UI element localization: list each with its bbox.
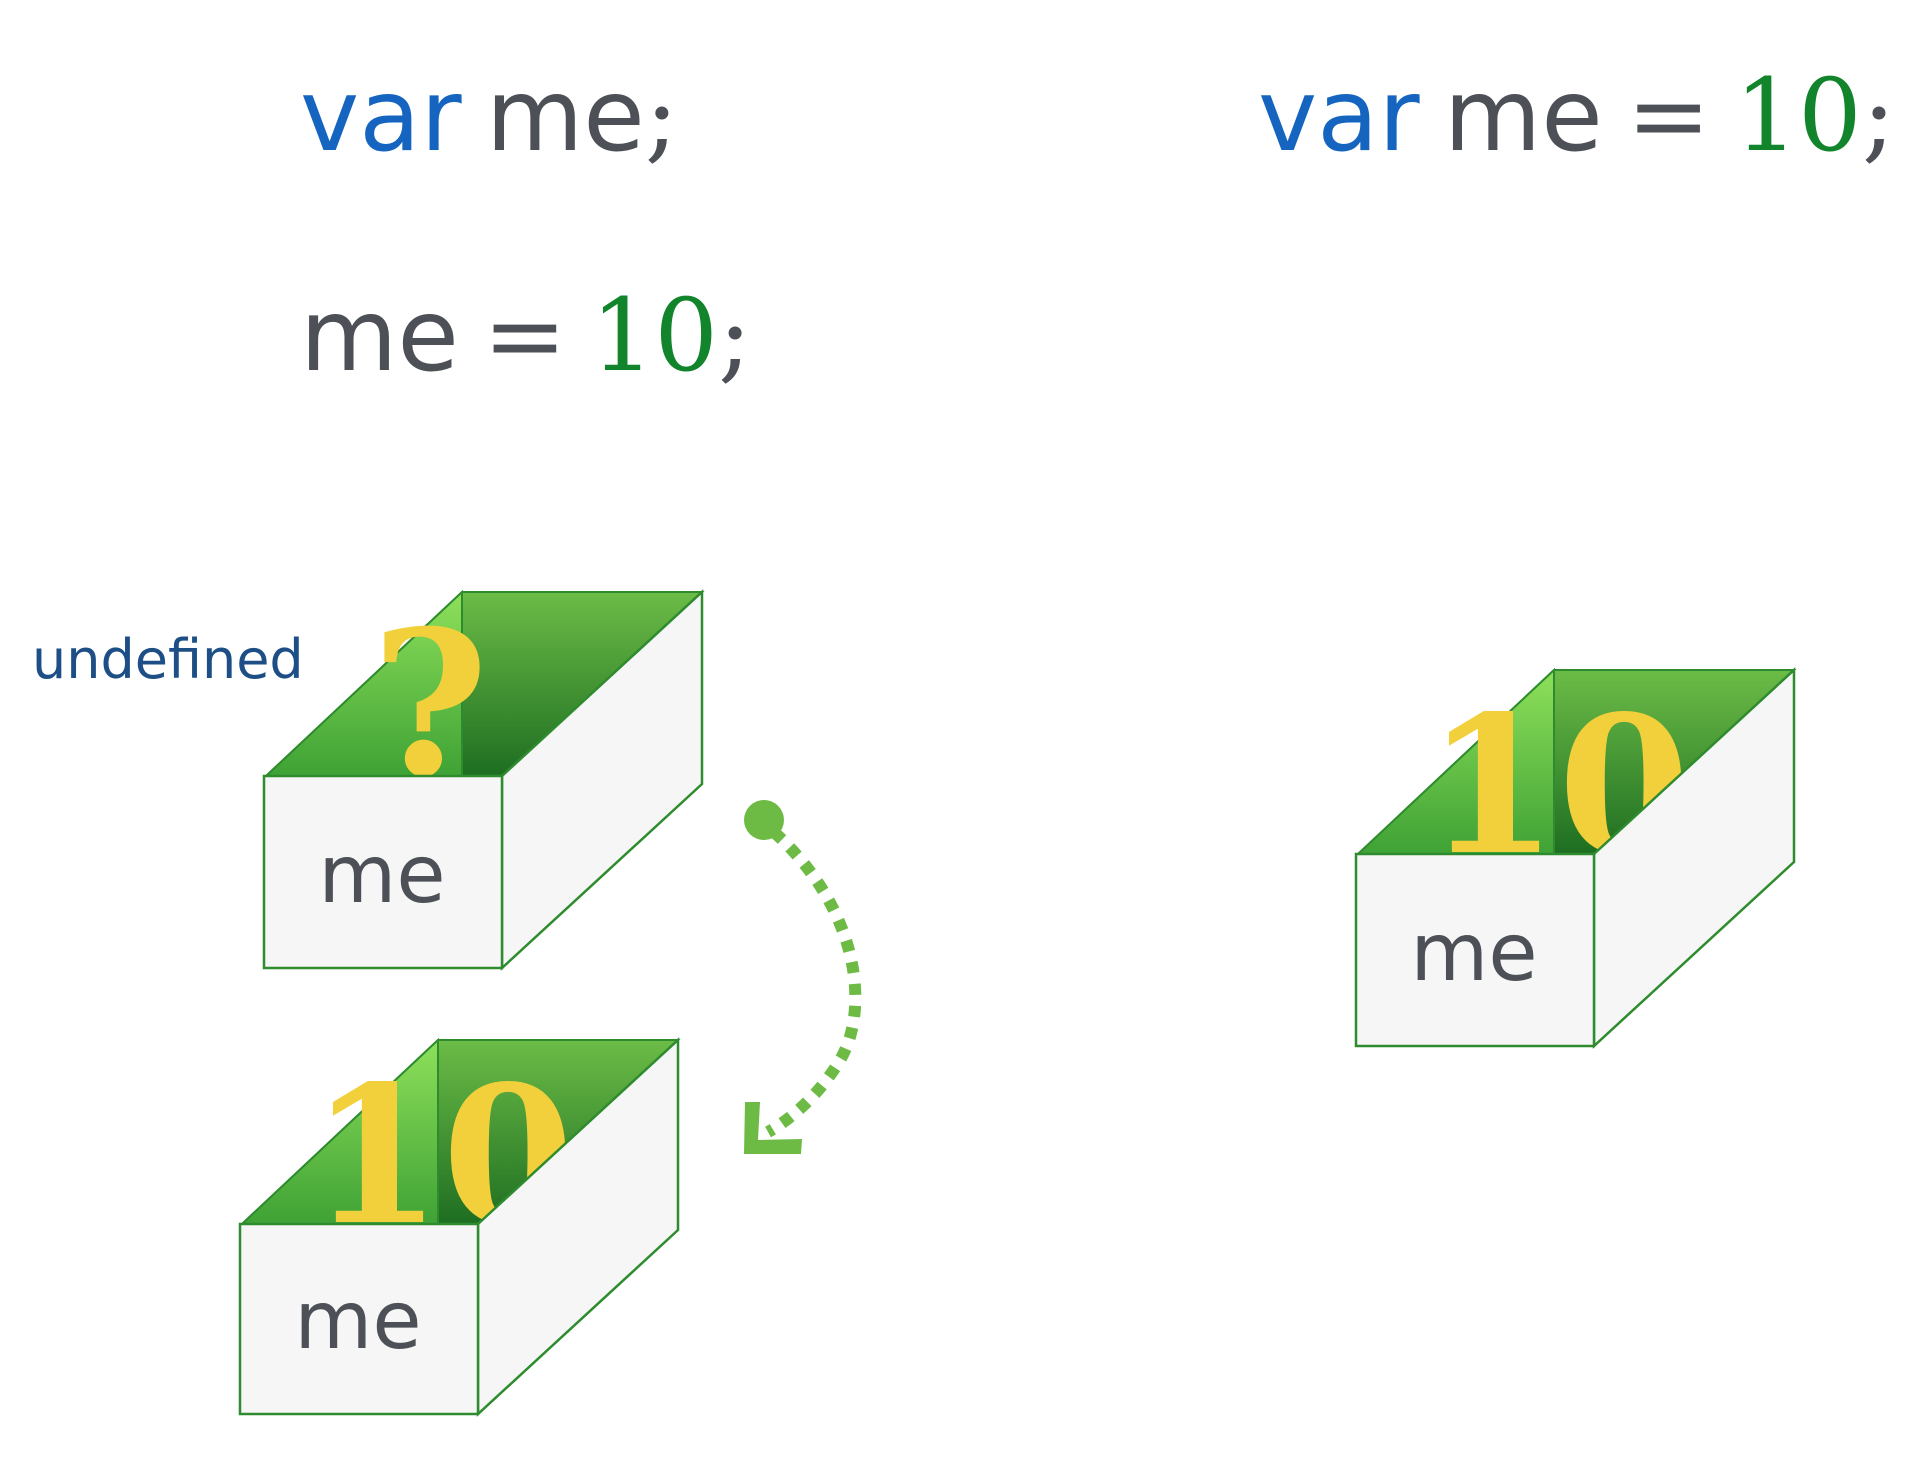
undefined-note: undefined <box>32 628 304 691</box>
variable-box-initialized: 10 me <box>1354 667 1797 1049</box>
var-keyword: var <box>1258 57 1420 174</box>
assign-operator: = <box>483 277 567 394</box>
box-label: me <box>318 828 445 921</box>
var-keyword: var <box>300 57 462 174</box>
semicolon: ; <box>1862 57 1896 174</box>
box-label: me <box>294 1274 421 1367</box>
assignment-statement: me=10; <box>300 277 752 394</box>
box-front-face <box>238 1222 480 1416</box>
box-front-face <box>1354 852 1596 1048</box>
assign-operator: = <box>1627 57 1711 174</box>
semicolon: ; <box>718 277 752 394</box>
variable-box-assigned: 10 me <box>238 1037 681 1417</box>
variable-box-declared: ? me <box>262 587 705 971</box>
svg-text:me=10;: me=10; <box>300 277 752 394</box>
box-front-face <box>262 774 504 970</box>
dotted-curved-arrow-icon <box>744 800 862 1154</box>
box-label: me <box>1410 906 1537 999</box>
variable-name: me <box>300 277 459 394</box>
number-literal: 10 <box>591 277 718 394</box>
semicolon: ; <box>645 57 679 174</box>
variable-name: me <box>1444 57 1603 174</box>
number-literal: 10 <box>1735 57 1862 174</box>
variable-name: me <box>486 57 645 174</box>
